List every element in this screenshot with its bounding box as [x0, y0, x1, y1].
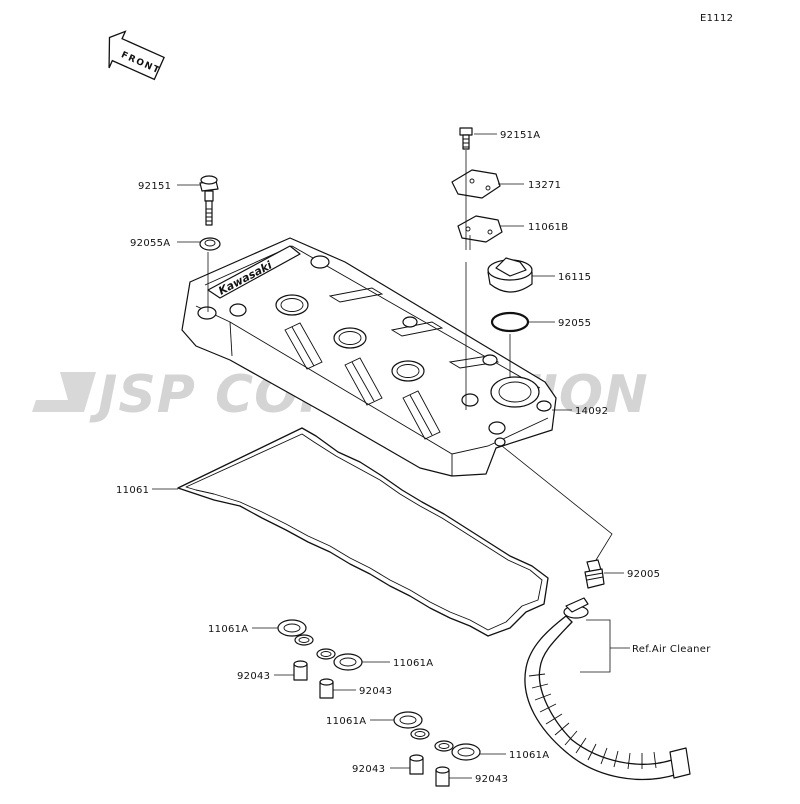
label-92055a: 92055A: [130, 238, 170, 249]
label-92151: 92151: [138, 181, 171, 192]
label-14092: 14092: [575, 406, 608, 417]
bolt-92151: [199, 175, 219, 226]
seal-11061a-3: [393, 711, 423, 729]
label-92151a: 92151A: [500, 130, 540, 141]
seal-small-4: [434, 740, 454, 752]
label-11061a-2: 11061A: [393, 658, 433, 669]
label-92043-1: 92043: [237, 671, 270, 682]
label-11061: 11061: [116, 485, 149, 496]
label-11061b: 11061B: [528, 222, 568, 233]
head-cover-gasket: [177, 427, 549, 637]
seal-small-3: [410, 728, 430, 740]
gasket-plate-11061b: [457, 215, 503, 243]
label-92043-2: 92043: [359, 686, 392, 697]
seal-11061a-1: [277, 619, 307, 637]
fitting-92005: [584, 559, 605, 589]
label-11061a-3: 11061A: [326, 716, 366, 727]
diagram-id: E1112: [700, 13, 733, 24]
label-11061a-1: 11061A: [208, 624, 248, 635]
washer-92055a: [199, 237, 221, 251]
collar-92043-4: [435, 766, 450, 787]
front-arrow: FRONT: [108, 30, 165, 81]
seal-11061a-2: [333, 653, 363, 671]
collar-92043-2: [319, 678, 334, 699]
o-ring-92055: [490, 311, 530, 333]
seal-small-1: [294, 634, 314, 646]
cylinder-head-cover: Kawasaki: [181, 237, 557, 477]
cap-plate-13271: [451, 169, 501, 199]
label-air-cleaner: Ref.Air Cleaner: [632, 644, 711, 655]
collar-92043-1: [293, 660, 308, 681]
label-92043-4: 92043: [475, 774, 508, 785]
breather-hose: [524, 597, 691, 781]
part-labels: 92151A 13271 11061B 16115 92055 14092 92…: [116, 130, 711, 785]
label-13271: 13271: [528, 180, 561, 191]
seal-small-2: [316, 648, 336, 660]
collar-92043-3: [409, 754, 424, 775]
leader-lines: [152, 133, 630, 779]
label-92055: 92055: [558, 318, 591, 329]
oil-filler-cap-16115: [487, 257, 533, 293]
label-92043-3: 92043: [352, 764, 385, 775]
label-11061a-4: 11061A: [509, 750, 549, 761]
seal-11061a-4: [451, 743, 481, 761]
label-92005: 92005: [627, 569, 660, 580]
label-16115: 16115: [558, 272, 591, 283]
bolt-92151a: [459, 127, 473, 150]
